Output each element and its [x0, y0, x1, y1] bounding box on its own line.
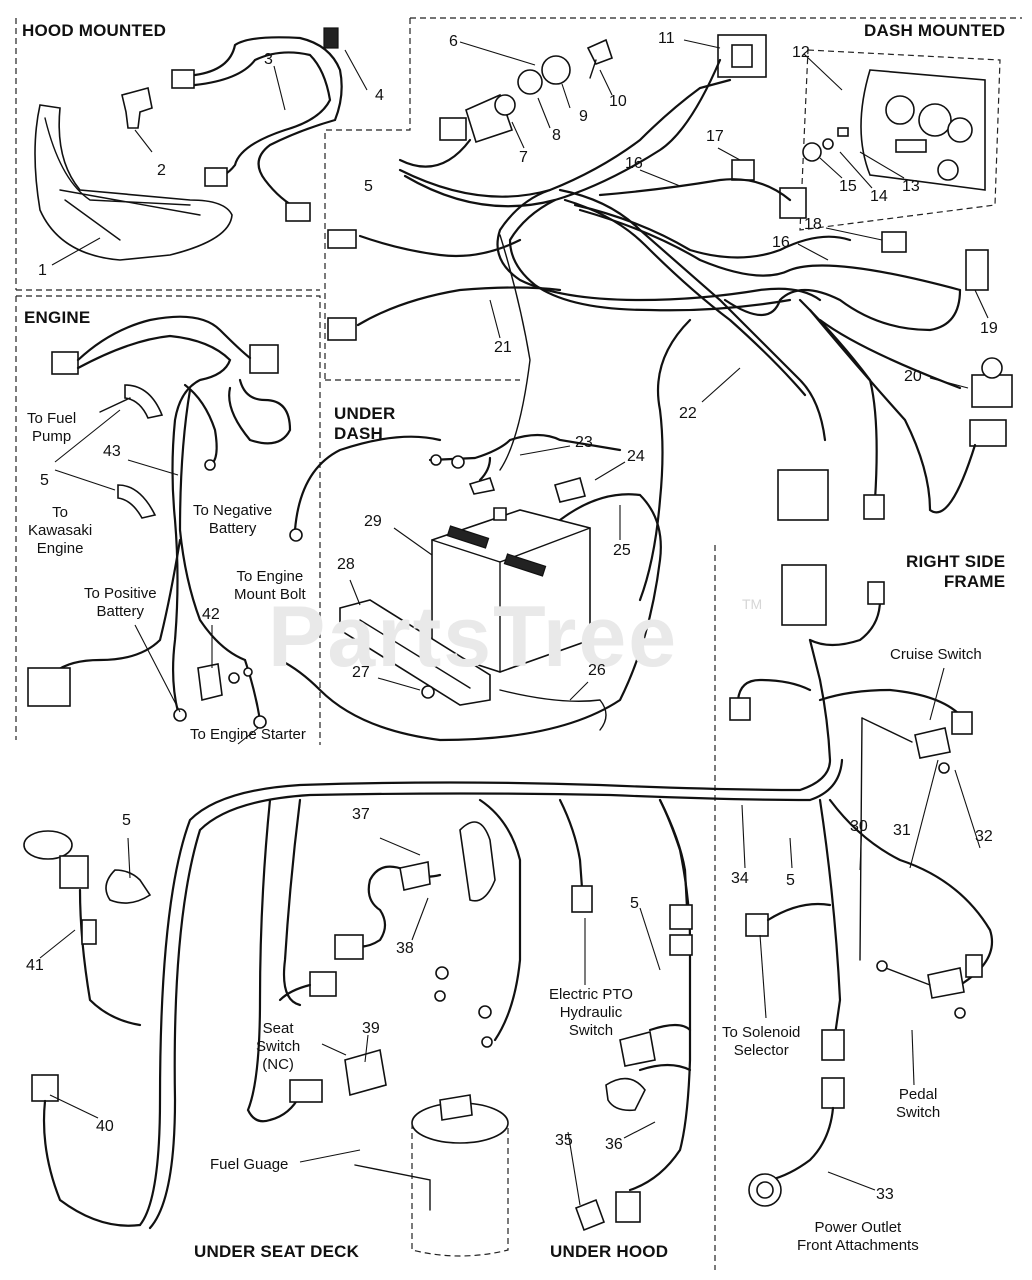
switches-19-20 — [965, 249, 1013, 447]
callout-14: 14 — [870, 188, 888, 205]
callout-38: 38 — [396, 940, 414, 957]
callout-5-frame: 5 — [786, 872, 795, 889]
callout-9: 9 — [579, 108, 588, 125]
callout-21: 21 — [494, 339, 512, 356]
callout-20: 20 — [904, 368, 922, 385]
callout-19: 19 — [980, 320, 998, 337]
callout-3: 3 — [264, 51, 273, 68]
ignition-switch-parts — [439, 38, 614, 144]
section-hood-mounted: HOOD MOUNTED — [22, 21, 167, 40]
callout-1: 1 — [38, 262, 47, 279]
callout-35: 35 — [555, 1132, 573, 1149]
callout-29: 29 — [364, 513, 382, 530]
callout-10: 10 — [609, 93, 627, 110]
label-to-solenoid-selector: To Solenoid Selector — [722, 1024, 801, 1059]
callout-18: 18 — [804, 216, 822, 233]
callout-7: 7 — [519, 149, 528, 166]
callout-24: 24 — [627, 448, 645, 465]
watermark-tm: TM — [742, 596, 763, 612]
lamp-bulb-part — [121, 87, 153, 129]
leader-lines — [39, 39, 989, 1206]
callout-4: 4 — [375, 87, 384, 104]
callout-26: 26 — [588, 662, 606, 679]
callout-32: 32 — [975, 828, 993, 845]
callout-34: 34 — [731, 870, 749, 887]
hood-harness — [171, 27, 343, 222]
instrument-panel-12 — [802, 69, 986, 191]
section-dash-mounted: DASH MOUNTED — [864, 21, 1006, 40]
callout-27: 27 — [352, 664, 370, 681]
callout-15: 15 — [839, 178, 857, 195]
label-to-kawasaki-engine: To Kawasaki Engine — [28, 504, 93, 557]
section-under-dash: UNDER DASH — [334, 404, 396, 443]
section-dividers — [15, 17, 1022, 1270]
battery-holder-28 — [339, 599, 607, 731]
section-under-seat-deck: UNDER SEAT DECK — [194, 1242, 360, 1261]
callout-41: 41 — [26, 957, 44, 974]
callout-16-lower: 16 — [772, 234, 790, 251]
callout-5-engine: 5 — [40, 472, 49, 489]
hood-headlight-part — [34, 104, 233, 261]
label-electric-pto-switch: Electric PTO Hydraulic Switch — [549, 986, 633, 1039]
engine-harness — [27, 315, 292, 729]
callout-43: 43 — [103, 443, 121, 460]
callout-16-top: 16 — [625, 155, 643, 172]
callout-36: 36 — [605, 1136, 623, 1153]
callout-11: 11 — [658, 30, 675, 47]
label-fuel-guage: Fuel Guage — [210, 1156, 289, 1173]
callout-5-hood: 5 — [630, 895, 639, 912]
label-power-outlet: Power Outlet Front Attachments — [797, 1219, 919, 1254]
section-engine: ENGINE — [24, 308, 91, 327]
callout-5-dash: 5 — [364, 178, 373, 195]
callout-23: 23 — [575, 434, 593, 451]
callout-17: 17 — [706, 128, 724, 145]
callout-13: 13 — [902, 178, 920, 195]
callout-40: 40 — [96, 1118, 114, 1135]
label-to-engine-starter: To Engine Starter — [190, 726, 306, 743]
callout-25: 25 — [613, 542, 631, 559]
label-to-positive-battery: To Positive Battery — [84, 585, 157, 620]
label-to-negative-battery: To Negative Battery — [193, 502, 273, 537]
callout-33: 33 — [876, 1186, 894, 1203]
battery-cables — [278, 433, 662, 742]
callout-5-seat: 5 — [122, 812, 131, 829]
callout-31: 31 — [893, 822, 911, 839]
label-to-fuel-pump: To Fuel Pump — [27, 410, 77, 445]
callout-6: 6 — [449, 33, 458, 50]
callout-42: 42 — [202, 606, 220, 623]
label-cruise-switch: Cruise Switch — [890, 646, 982, 663]
section-under-hood: UNDER HOOD — [550, 1242, 669, 1261]
callout-12: 12 — [792, 44, 810, 61]
section-right-side-frame: RIGHT SIDE FRAME — [906, 552, 1006, 591]
main-harness — [327, 58, 977, 602]
switch-11-part — [717, 34, 767, 78]
callout-8: 8 — [552, 127, 561, 144]
callout-22: 22 — [679, 405, 697, 422]
watermark: PartsTree — [268, 589, 679, 685]
callout-37: 37 — [352, 806, 370, 823]
callout-2: 2 — [157, 162, 166, 179]
lower-harness — [138, 564, 994, 1232]
under-seat-parts — [23, 821, 509, 1257]
callout-39: 39 — [362, 1020, 380, 1037]
label-pedal-switch: Pedal Switch — [896, 1086, 941, 1121]
label-seat-switch: Seat Switch (NC) — [256, 1020, 301, 1073]
label-to-engine-mount-bolt: To Engine Mount Bolt — [234, 568, 306, 603]
callout-28: 28 — [337, 556, 355, 573]
callout-30: 30 — [850, 818, 868, 835]
relays-17-18 — [731, 159, 907, 253]
